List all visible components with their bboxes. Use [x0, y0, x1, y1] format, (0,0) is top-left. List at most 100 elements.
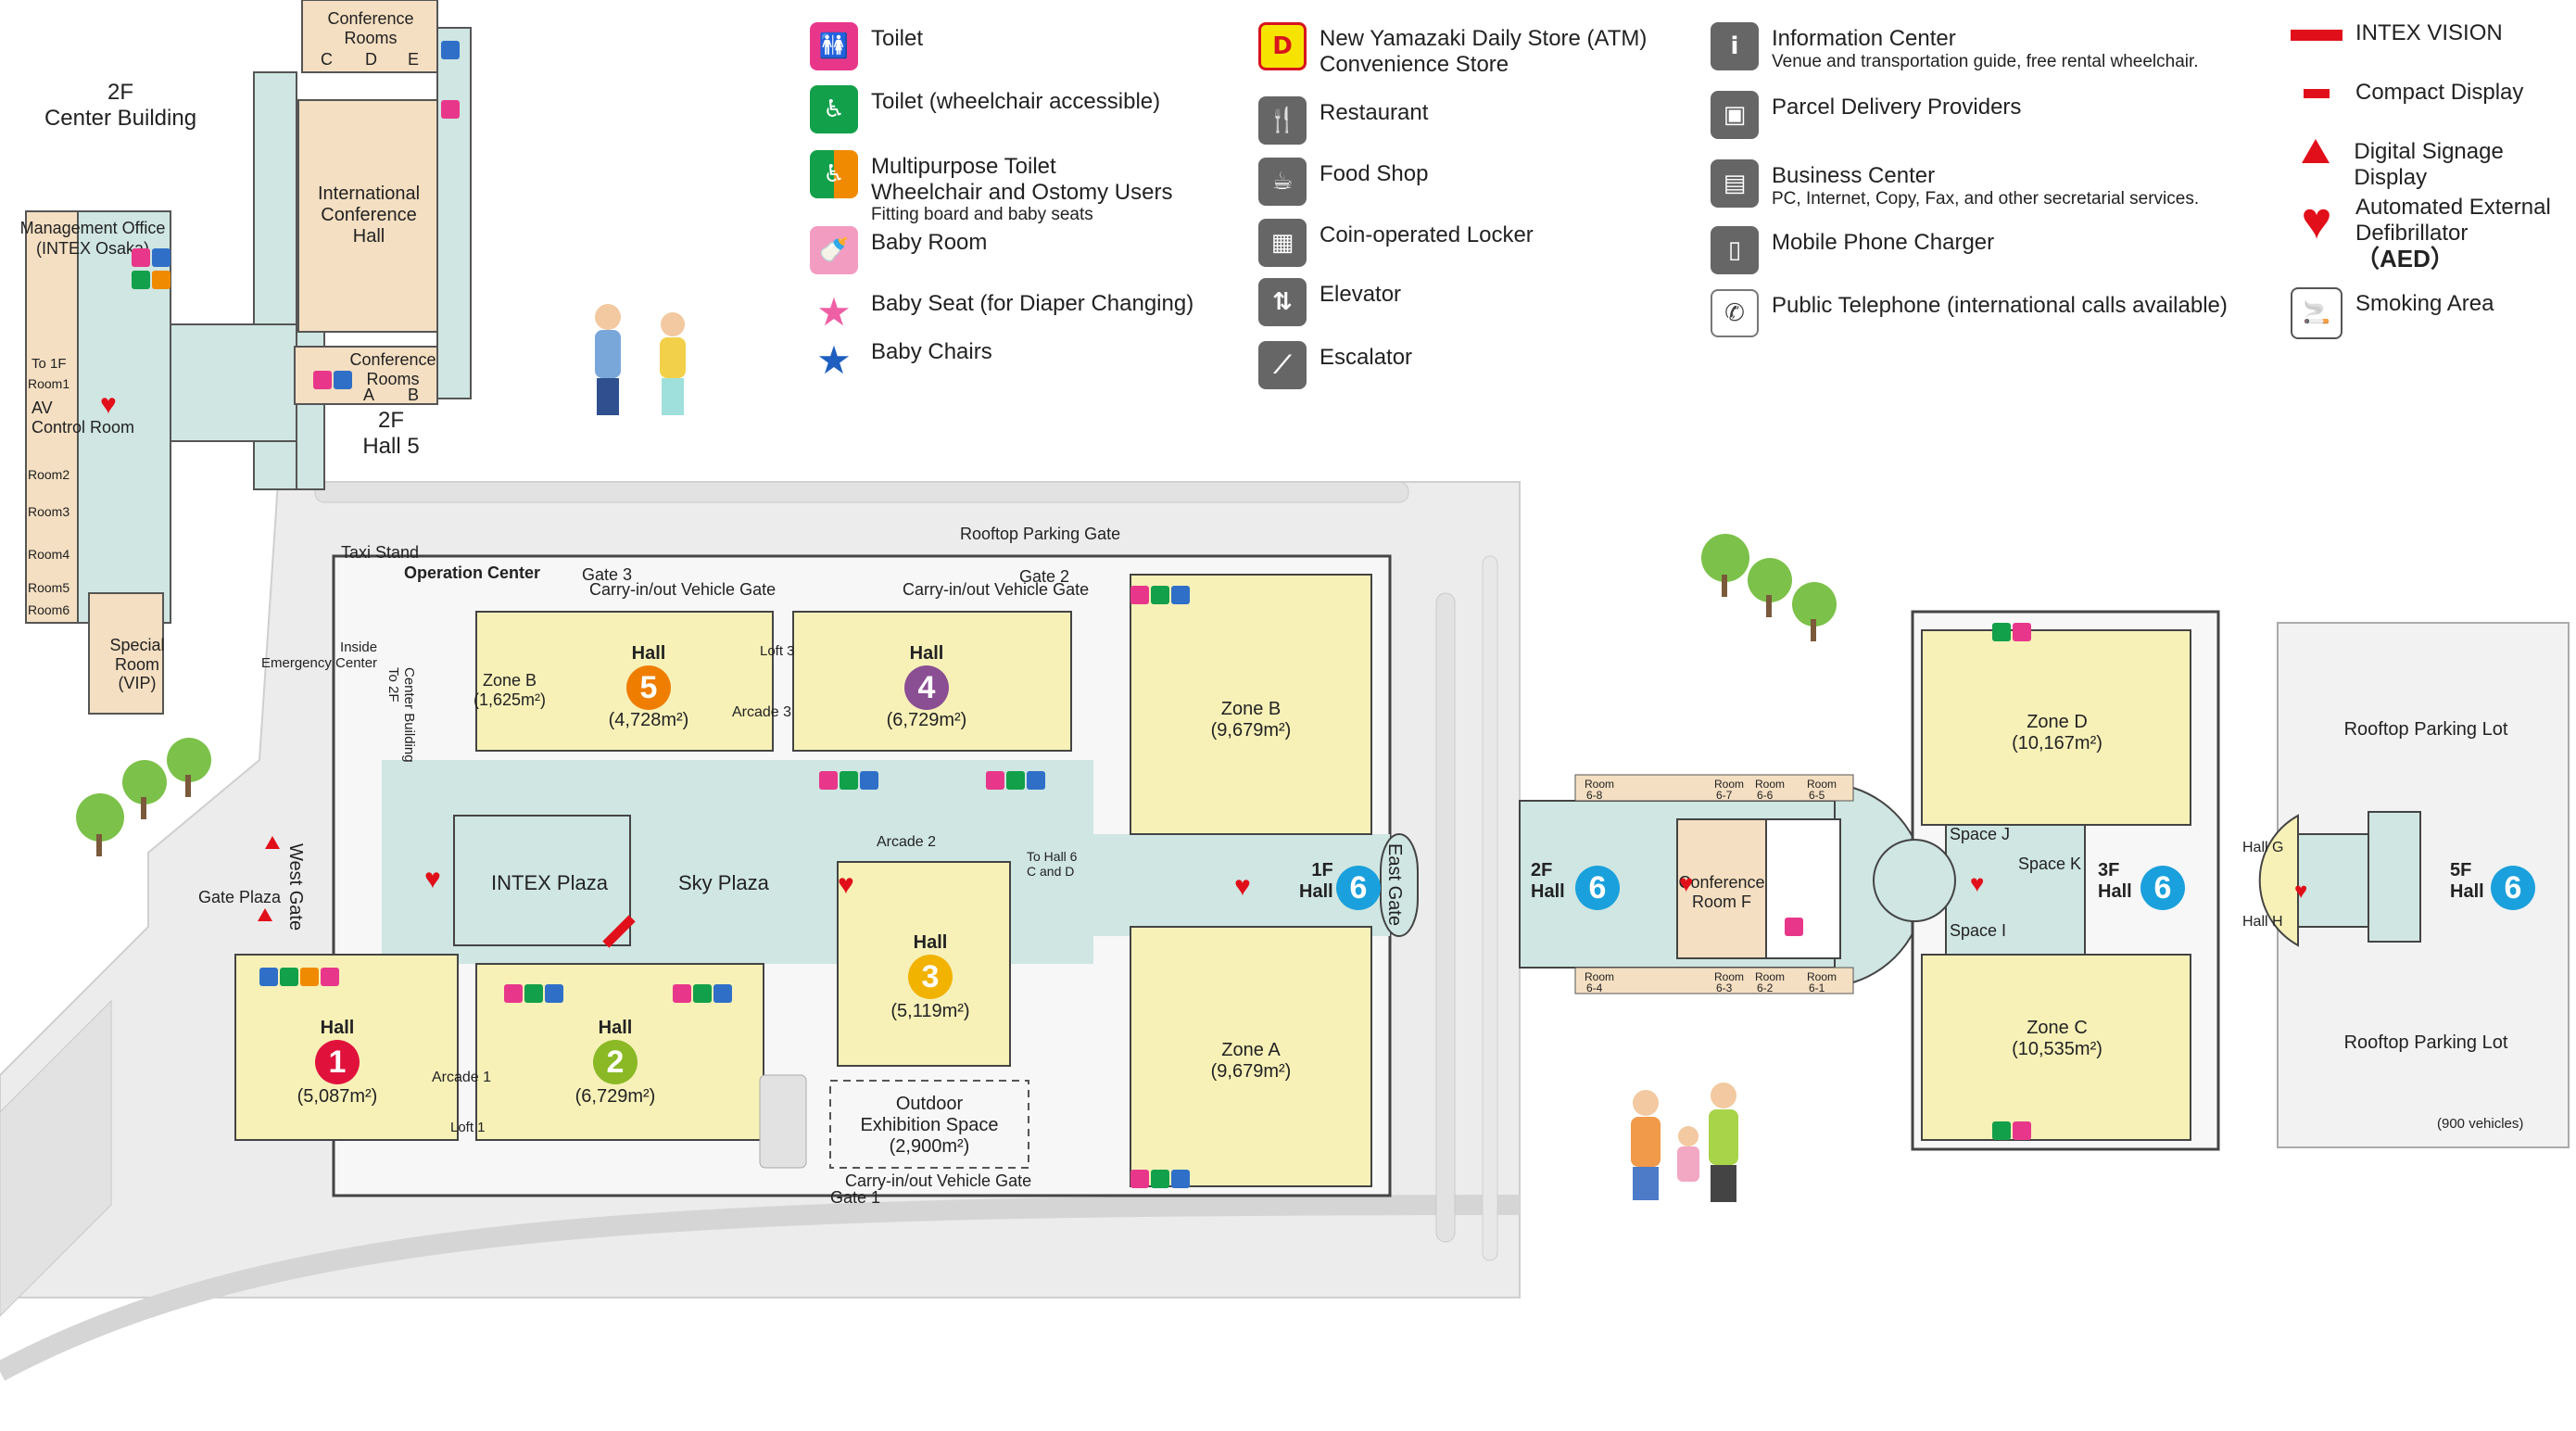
toilet-icon — [259, 968, 278, 986]
wheelchair-toilet-icon — [693, 984, 712, 1003]
legend-information: i Information Center Venue and transport… — [1711, 22, 2199, 71]
toilet-icon: 🚻 — [810, 22, 858, 70]
hall6-3f-number: 6 — [2140, 866, 2185, 910]
room-6-5-prefix: Room — [1807, 778, 1837, 791]
center-building-name: Center Building — [44, 106, 197, 131]
loft1-label: Loft 1 — [450, 1120, 486, 1135]
wheelchair-toilet-icon — [132, 271, 150, 289]
intex-vision-icon — [2291, 30, 2342, 41]
room2-label: Room2 — [28, 467, 70, 482]
hall2-word: Hall — [598, 1018, 633, 1038]
toilet-icon — [2013, 623, 2031, 641]
hall-g-label: Hall G — [2242, 840, 2284, 855]
people-illustration — [595, 304, 1738, 1202]
aed-marker-5f: ♥ — [2294, 879, 2308, 904]
toilet-icon — [1171, 586, 1190, 604]
intex-plaza: INTEX Plaza — [491, 871, 608, 894]
toilet-icon — [819, 771, 838, 790]
room4-label: Room4 — [28, 547, 70, 562]
gate2-sub: Carry-in/out Vehicle Gate — [903, 580, 1090, 599]
av-control-room: AV Control Room — [32, 399, 135, 437]
gate3-sub: Carry-in/out Vehicle Gate — [589, 580, 777, 599]
multipurpose-toilet-icon — [300, 968, 319, 986]
room-d: D — [365, 50, 377, 69]
arcade3-label: Arcade 3 — [732, 704, 792, 720]
trees — [76, 534, 1837, 856]
gate-plaza: Gate Plaza — [198, 888, 282, 906]
phone-charger-icon: ▯ — [1711, 226, 1759, 274]
hall1-word: Hall — [320, 1018, 355, 1038]
room-6-7: 6-7 — [1716, 789, 1733, 802]
hall4-number: 4 — [904, 665, 949, 710]
legend-multipurpose-title: Multipurpose Toilet — [871, 154, 1056, 179]
hall3-number: 3 — [908, 955, 953, 999]
hall6-2f-number: 6 — [1575, 866, 1620, 910]
legend-smoking: 🚬 Smoking Area — [2291, 287, 2494, 339]
legend-business-sub: PC, Internet, Copy, Fax, and other secre… — [1772, 188, 2200, 209]
wheelchair-toilet-icon — [840, 771, 858, 790]
information-icon: i — [1711, 22, 1759, 70]
toilet-icon — [504, 984, 523, 1003]
toilet-icon — [1130, 1170, 1149, 1188]
management-office: Management Office — [19, 219, 166, 237]
baby-room-icon: 🍼 — [810, 226, 858, 274]
room-6-6: 6-6 — [1757, 789, 1774, 802]
hall5-area: (4,728m²) — [608, 710, 689, 730]
aed-icon: ♥ — [2301, 191, 2332, 249]
legend-baby-seat: ★ Baby Seat (for Diaper Changing) — [810, 287, 1193, 336]
digital-signage-marker — [265, 836, 280, 849]
toilet-icon — [860, 771, 878, 790]
convenience-store-icon: D — [1258, 22, 1307, 70]
hall5-number: 5 — [626, 665, 671, 710]
legend-digital-signage: Digital Signage Display — [2291, 139, 2576, 190]
room-6-6-prefix: Room — [1755, 778, 1786, 791]
hall3-area: (5,119m²) — [890, 1001, 970, 1021]
wheelchair-toilet-icon — [1151, 1170, 1169, 1188]
outdoor-exhibition-space: Outdoor Exhibition Space (2,900m²) — [860, 1094, 999, 1157]
legend-telephone: ✆ Public Telephone (international calls … — [1711, 289, 2228, 337]
room-6-7-prefix: Room — [1714, 778, 1745, 791]
parcel-delivery-icon: ▣ — [1711, 91, 1759, 139]
legend-escalator: ⟋ Escalator — [1258, 341, 1412, 389]
loft3-label: Loft 3 — [760, 643, 795, 659]
rooftop-vehicles: (900 vehicles) — [2437, 1116, 2524, 1132]
toilet-icon — [1027, 771, 1045, 790]
hall1-area: (5,087m²) — [297, 1086, 378, 1107]
conference-room-f: Conference Room F — [1678, 873, 1765, 911]
elevator-icon: ⇅ — [1258, 278, 1307, 326]
hall-h-label: Hall H — [2242, 914, 2283, 930]
legend-compact-display: Compact Display — [2291, 80, 2523, 106]
legend-information-sub: Venue and transportation guide, free ren… — [1772, 51, 2199, 71]
zone-d: Zone D (10,167m²) — [2012, 712, 2102, 753]
hall6-zone-b: Zone B (9,679m²) — [1210, 699, 1292, 741]
toilet-icon — [334, 371, 352, 389]
wheelchair-toilet-icon — [1006, 771, 1025, 790]
toilet-icon — [545, 984, 563, 1003]
inside-emergency-center: Inside Emergency Center — [261, 640, 378, 672]
hall3-word: Hall — [913, 932, 948, 953]
hall6-2f-label: 2F Hall — [1531, 860, 1565, 902]
toilet-icon — [2013, 1121, 2031, 1140]
legend-multipurpose-toilet: ♿ Multipurpose Toilet Wheelchair and Ost… — [810, 150, 1172, 225]
legend-multipurpose-title2: Wheelchair and Ostomy Users — [871, 179, 1173, 205]
escalator-icon: ⟋ — [1258, 341, 1307, 389]
wheelchair-toilet-icon: ♿ — [810, 85, 858, 133]
toilet-icon — [321, 968, 339, 986]
legend-baby-room: 🍼 Baby Room — [810, 226, 987, 274]
hall5-2f-label: 2F Hall 5 — [362, 408, 420, 459]
legend-elevator: ⇅ Elevator — [1258, 278, 1401, 326]
legend-aed-title: Automated External — [2355, 195, 2551, 220]
legend-aed-title2: Defibrillator — [2355, 220, 2469, 246]
room-6-1-prefix: Room — [1807, 970, 1837, 983]
wheelchair-toilet-icon — [1151, 586, 1169, 604]
rooftop-parking-bottom: Rooftop Parking Lot — [2343, 1032, 2508, 1053]
room-6-8: 6-8 — [1586, 789, 1603, 802]
hall4-area: (6,729m²) — [886, 710, 967, 730]
hall6-3f-plan — [1873, 610, 2220, 1151]
wheelchair-toilet-icon — [1992, 1121, 2011, 1140]
rooftop-parking-gate: Rooftop Parking Gate — [960, 525, 1121, 543]
sky-plaza: Sky Plaza — [678, 871, 769, 894]
legend-convenience-title2: Convenience Store — [1320, 51, 1509, 77]
legend-convenience-title: New Yamazaki Daily Store (ATM) — [1320, 26, 1648, 51]
international-conference-hall: International Conference Hall — [317, 184, 421, 247]
